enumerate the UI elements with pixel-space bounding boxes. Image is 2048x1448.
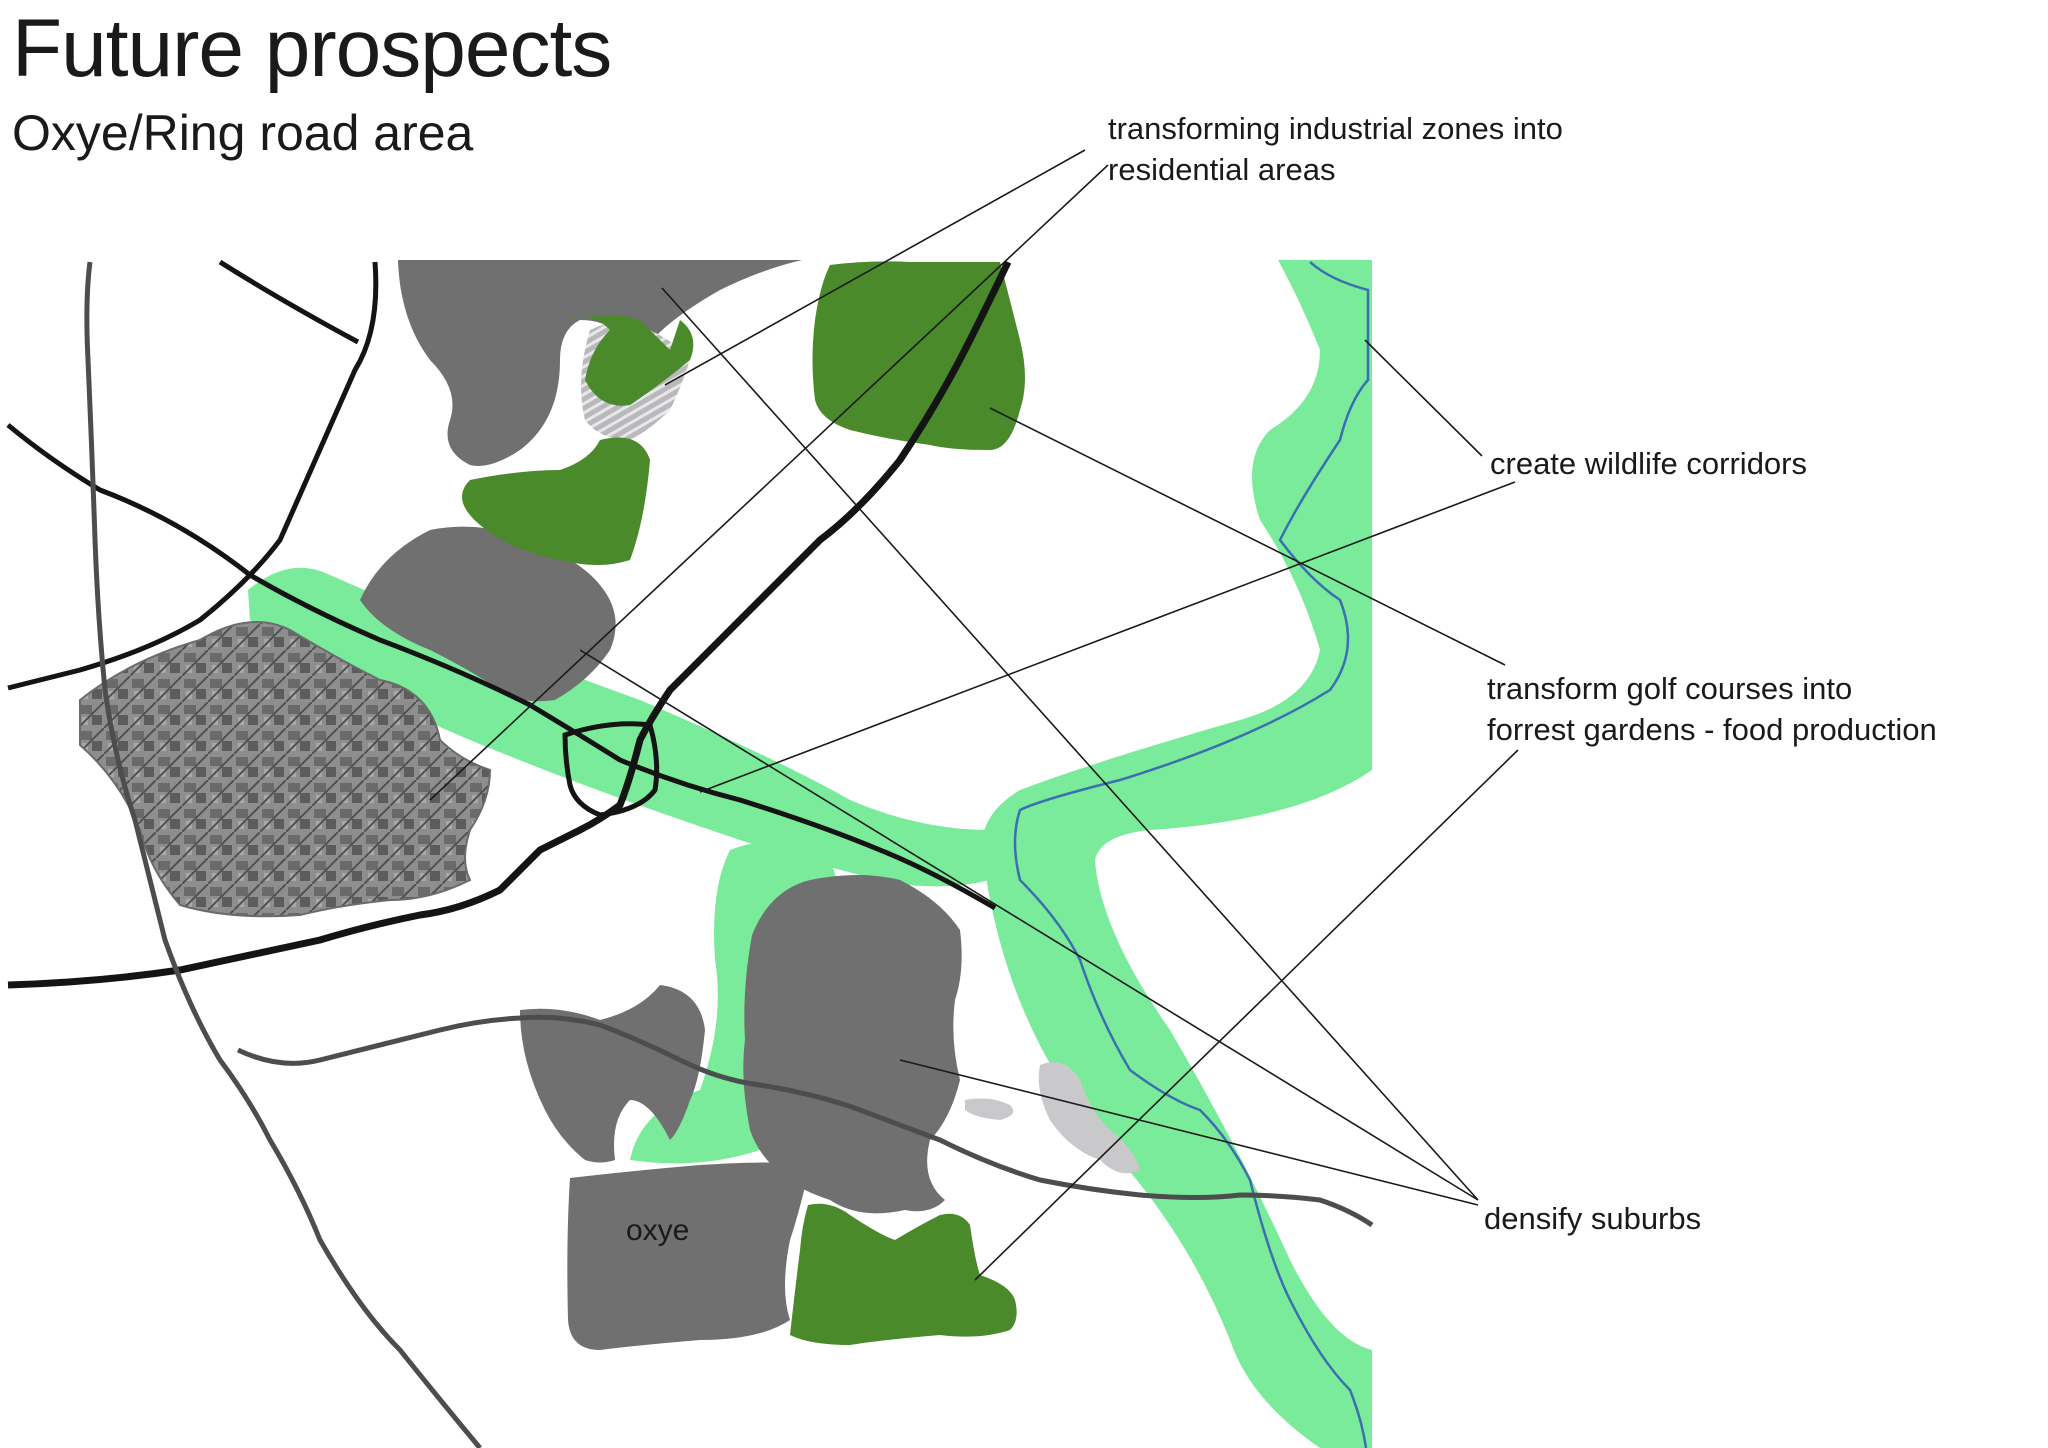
secondary-road-west: [84, 261, 482, 1448]
industrial-zone-central: [360, 526, 616, 702]
river-corridor-east: [981, 260, 1372, 1448]
annotation-golf: transform golf courses into forrest gard…: [1487, 668, 1937, 750]
motorway-northeast: [7, 260, 1012, 989]
leader-densify-2: [579, 649, 1479, 1201]
leader-industrial-2: [429, 164, 1109, 801]
annotation-industrial-line1: transforming industrial zones into: [1108, 111, 1563, 146]
leader-wildlife-2: [699, 481, 1516, 793]
annotation-densify: densify suburbs: [1484, 1198, 1701, 1239]
forest-garden-north: [568, 315, 694, 406]
river-line: [1013, 261, 1370, 1448]
annotation-wildlife: create wildlife corridors: [1490, 443, 1807, 484]
leader-wildlife-1: [1364, 339, 1483, 457]
annotation-golf-line1: transform golf courses into: [1487, 671, 1853, 706]
annotation-industrial-line2: residential areas: [1108, 152, 1336, 187]
road-northwest-spur: [218, 259, 360, 345]
annotation-golf-line2: forrest gardens - food production: [1487, 712, 1937, 747]
annotation-industrial: transforming industrial zones into resid…: [1108, 108, 1563, 190]
leader-golf-1: [989, 407, 1506, 666]
forest-garden-northeast: [812, 261, 1025, 450]
suburb-west-hatched: [79, 621, 492, 918]
annotation-leaders: [429, 149, 1519, 1281]
page-title: Future prospects: [12, 3, 612, 94]
forest-garden-mid: [462, 437, 650, 565]
light-patch-2: [965, 1098, 1014, 1120]
leader-densify-1: [661, 287, 1479, 1201]
road-west-arc: [7, 261, 379, 691]
forest-garden-south: [790, 1203, 1017, 1345]
place-label-oxye: oxye: [626, 1214, 690, 1247]
industrial-zone-north: [398, 260, 802, 466]
leader-golf-2: [974, 749, 1519, 1281]
leader-industrial-1: [664, 149, 1086, 386]
interchange-loop: [562, 721, 660, 818]
leader-densify-3: [899, 1059, 1479, 1206]
secondary-road-south: [236, 1014, 1374, 1228]
suburb-oxye-south: [567, 1162, 810, 1350]
page-subtitle: Oxye/Ring road area: [12, 105, 474, 161]
annotation-densify-line1: densify suburbs: [1484, 1201, 1702, 1236]
light-patch-1: [1038, 1062, 1140, 1174]
annotation-wildlife-line1: create wildlife corridors: [1490, 446, 1807, 481]
suburb-oxye-north: [520, 985, 705, 1163]
ring-road-diagonal: [6, 423, 997, 911]
